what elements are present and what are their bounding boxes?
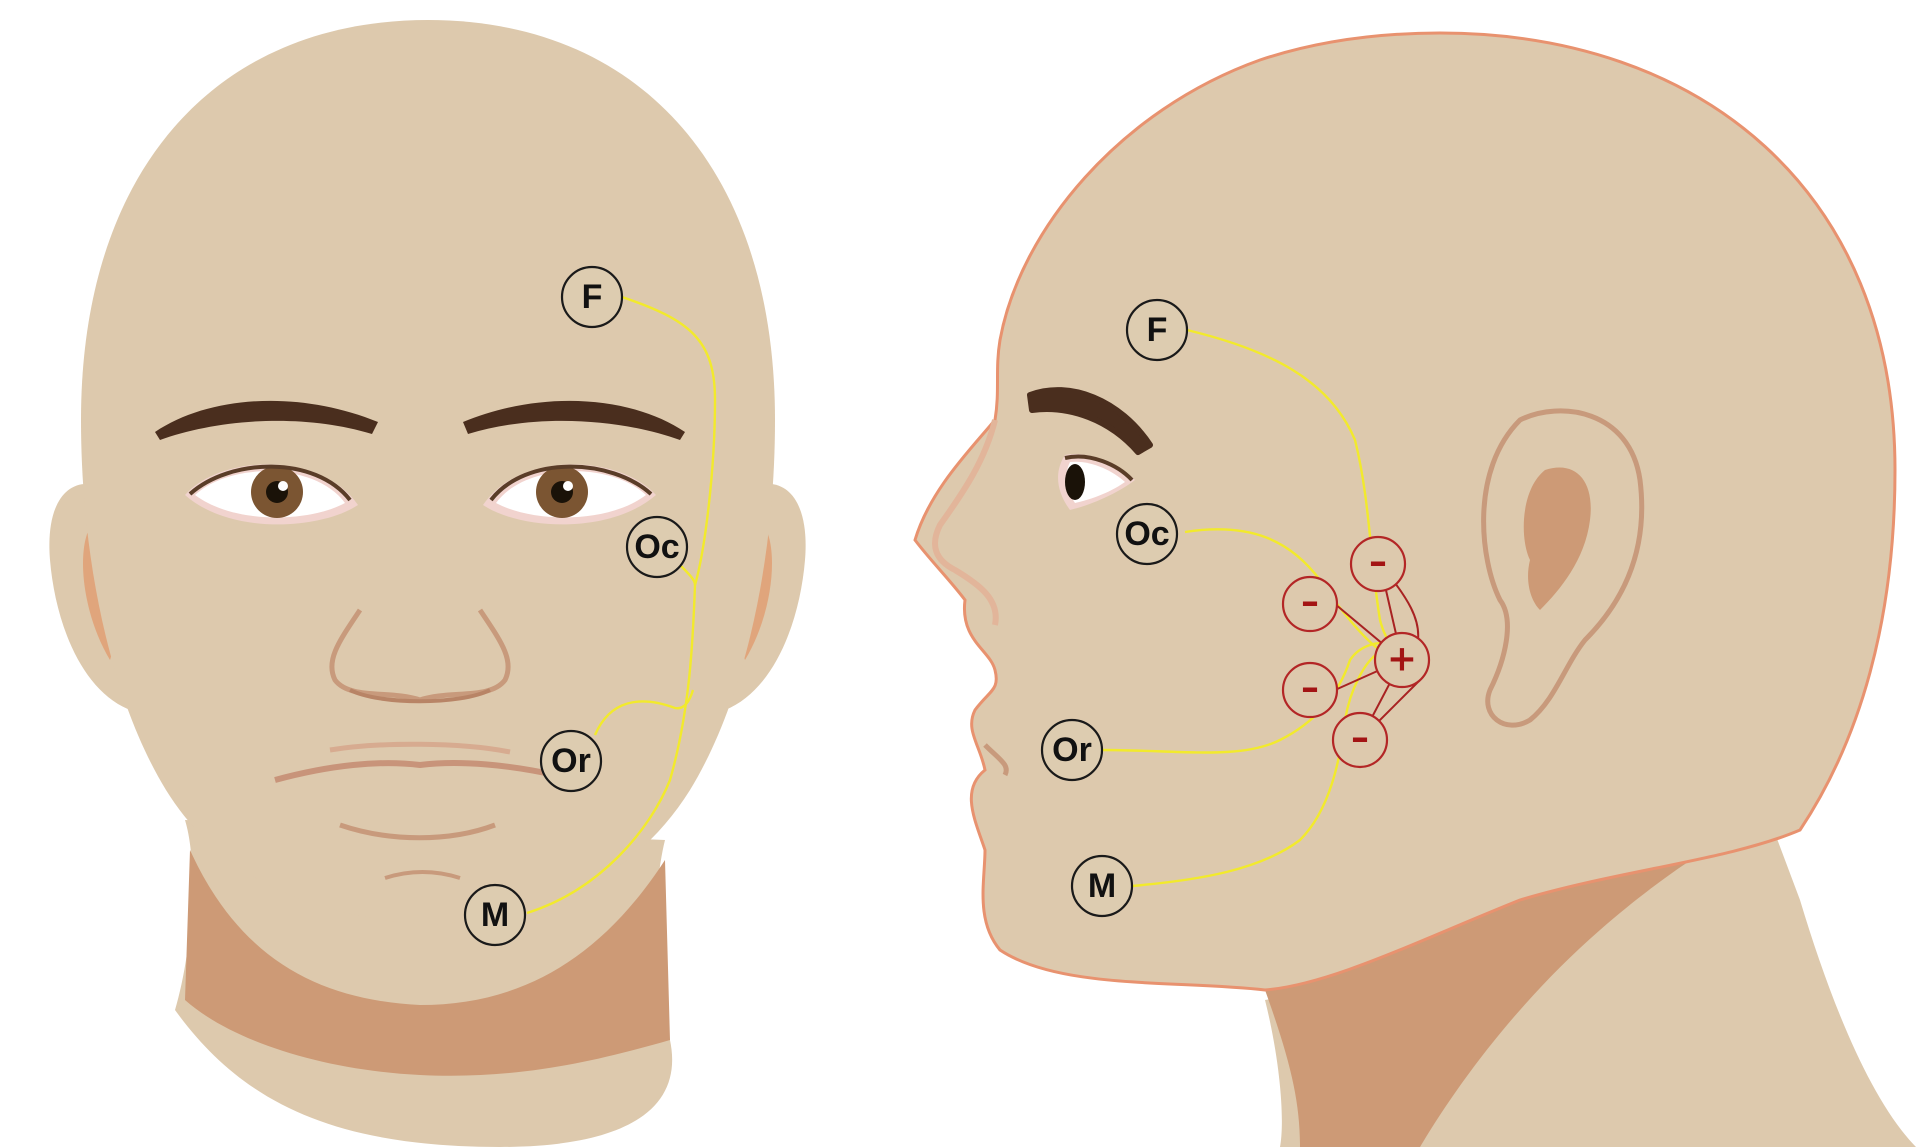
svg-text:–: – [1351,718,1369,759]
lateral-label-f: F [1127,300,1187,360]
reference-pole-negative-2: – [1283,577,1337,631]
frontal-label-f: F [562,267,622,327]
svg-text:+: + [1387,639,1417,680]
reference-pole-negative-4: – [1333,713,1387,767]
reference-pole-active: + [1375,633,1429,687]
svg-text:M: M [1088,867,1116,905]
lateral-label-oc: Oc [1117,504,1177,564]
reference-pole-negative-3: – [1283,663,1337,717]
frontal-label-m: M [465,885,525,945]
svg-text:–: – [1369,542,1387,583]
lateral-head [915,33,1895,990]
lateral-label-m: M [1072,856,1132,916]
svg-text:Oc: Oc [634,528,679,566]
reference-pole-negative-1: – [1351,537,1405,591]
svg-text:Or: Or [1052,731,1092,769]
lateral-head-view: – – – – + F Oc Or [915,33,1916,1147]
svg-text:Or: Or [551,742,591,780]
svg-text:Oc: Oc [1124,515,1169,553]
svg-text:–: – [1301,668,1319,709]
frontal-head [81,20,775,925]
lateral-label-or: Or [1042,720,1102,780]
frontal-label-or: Or [541,731,601,791]
svg-text:–: – [1301,582,1319,623]
frontal-head-view: F Oc Or M [49,20,805,1147]
svg-text:F: F [582,278,603,316]
frontal-label-oc: Oc [627,517,687,577]
svg-text:F: F [1147,311,1168,349]
svg-text:M: M [481,896,509,934]
